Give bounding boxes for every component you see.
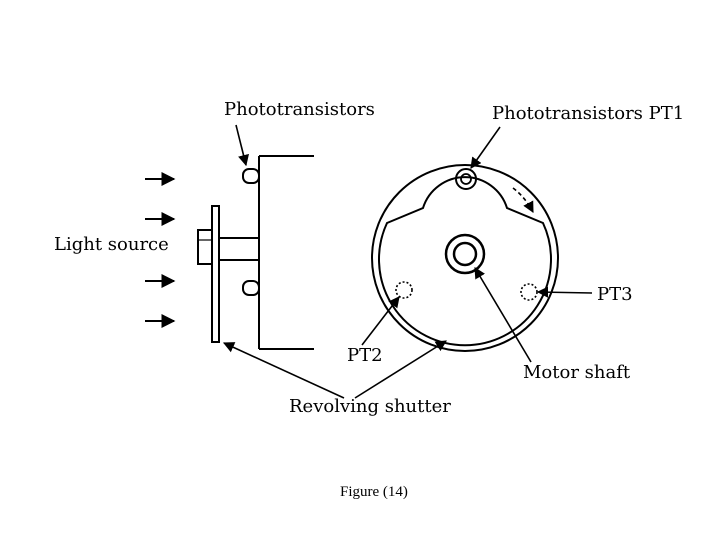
phototransistors-pt1-label: Phototransistors PT1: [492, 103, 685, 124]
motor-shaft-outer: [444, 233, 486, 275]
shutter-leader-left: [222, 342, 345, 399]
phototransistor-lower: [242, 280, 260, 296]
phototransistors-leader: [235, 124, 249, 167]
light-source-label: Light source: [54, 234, 169, 255]
pt2-marker: [395, 281, 413, 299]
motor-shaft-label: Motor shaft: [523, 362, 631, 383]
side-view: [197, 155, 314, 350]
pt3-label: PT3: [597, 284, 633, 305]
leader-lines: [222, 124, 593, 399]
phototransistor-upper: [242, 168, 260, 184]
light-rays: [145, 172, 176, 328]
rotation-arrow: [512, 187, 534, 213]
pt1-inner: [460, 173, 472, 185]
outer-housing-circle: [371, 164, 559, 352]
motor-shaft-inner: [452, 241, 478, 267]
pt1-leader: [470, 126, 501, 169]
revolving-shutter-disk: [378, 176, 552, 347]
front-view: [371, 164, 559, 352]
phototransistors-label: Phototransistors: [224, 99, 375, 120]
pt3-leader: [536, 286, 593, 298]
shutter-hub: [197, 229, 213, 265]
revolving-shutter-plate: [211, 205, 220, 343]
pt2-leader: [361, 296, 400, 346]
pt3-marker: [520, 283, 538, 301]
shutter-leader-right: [354, 340, 447, 399]
revolving-shutter-label: Revolving shutter: [289, 396, 451, 417]
motor-shaft-leader: [474, 267, 532, 363]
pt1-outer: [455, 168, 477, 190]
pt2-label: PT2: [347, 345, 383, 366]
figure-caption: Figure (14): [340, 484, 408, 500]
